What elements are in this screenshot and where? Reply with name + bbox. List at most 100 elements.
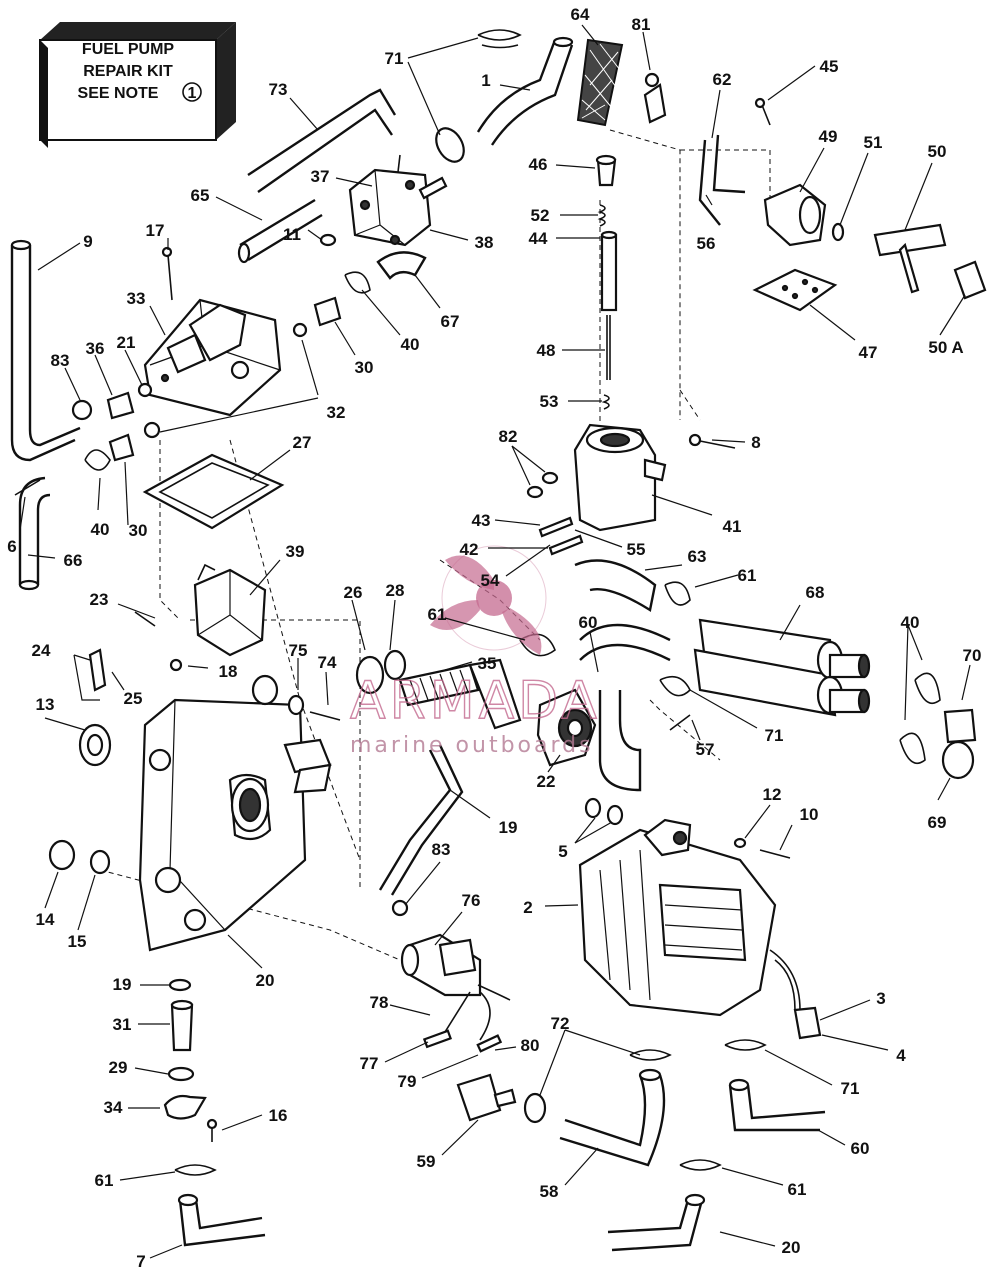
callout-label: 11 [283, 225, 301, 244]
callout-label: 6 [7, 537, 16, 556]
callout-label: 42 [460, 540, 479, 559]
callout-label: 47 [859, 343, 878, 362]
callout-label: 24 [32, 641, 51, 660]
callout-labels: 71 64 81 1 45 62 49 51 50 73 46 37 65 52… [7, 5, 981, 1271]
callout-label: 72 [551, 1014, 570, 1033]
gasket [142, 453, 285, 530]
small-parts [14, 29, 987, 1176]
callout-label: 44 [529, 229, 548, 248]
callout-label: 73 [269, 80, 288, 99]
callout-label: 80 [521, 1036, 540, 1055]
vapor-separator-cover [143, 298, 282, 417]
callout-label: 27 [293, 433, 312, 452]
callout-label: 68 [806, 583, 825, 602]
fuel-pump-assembly [578, 818, 822, 1040]
callout-label: 58 [540, 1182, 559, 1201]
callout-label: 9 [83, 232, 92, 251]
callout-label: 61 [738, 566, 757, 585]
electric-valve [400, 933, 511, 1053]
callout-label: 40 [91, 520, 110, 539]
callout-label: 34 [104, 1098, 123, 1117]
callout-label: 56 [697, 234, 716, 253]
callout-label: 15 [68, 932, 87, 951]
callout-label: 5 [558, 842, 567, 861]
float-bowl [573, 423, 667, 532]
callout-label: 4 [896, 1046, 906, 1065]
kit-line-1: FUEL PUMP [82, 41, 174, 58]
watermark-tagline: marine outboards [350, 733, 594, 758]
fuel-pump-cover [348, 154, 448, 247]
callout-label: 28 [386, 581, 405, 600]
callout-label: 63 [688, 547, 707, 566]
note-circle-icon [182, 82, 202, 102]
callout-label: 35 [478, 654, 497, 673]
leader-lines [19, 24, 971, 1259]
callout-label: 7 [136, 1252, 145, 1271]
callout-label: 61 [95, 1171, 114, 1190]
watermark-brand: ARMADA [350, 671, 601, 731]
callout-label: 45 [820, 57, 839, 76]
callout-label: 29 [109, 1058, 128, 1077]
callout-label: 18 [219, 662, 238, 681]
callout-label: 50 [928, 142, 947, 161]
callout-label: 65 [191, 186, 210, 205]
callout-label: 32 [327, 403, 346, 422]
callout-label: 3 [876, 989, 885, 1008]
callout-label: 57 [696, 740, 715, 759]
callout-label: 52 [531, 206, 550, 225]
callout-label: 20 [256, 971, 275, 990]
callout-label: 23 [90, 590, 109, 609]
callout-label: 41 [723, 517, 742, 536]
vapor-separator-body [138, 698, 332, 952]
kit-note-number: 1 [188, 85, 197, 102]
callout-label: 83 [432, 840, 451, 859]
callout-label: 17 [146, 221, 165, 240]
callout-label: 40 [401, 335, 420, 354]
callout-label: 60 [579, 613, 598, 632]
float [193, 563, 267, 657]
callout-label: 16 [269, 1106, 288, 1125]
repair-kit-box: FUEL PUMP REPAIR KIT SEE NOTE 1 [39, 22, 236, 148]
hoses [10, 36, 826, 1252]
callout-label: 59 [417, 1152, 436, 1171]
tube-set [693, 618, 871, 717]
callout-label: 19 [113, 975, 132, 994]
callout-label: 19 [499, 818, 518, 837]
callout-label: 62 [713, 70, 732, 89]
kit-line-3: SEE NOTE [78, 85, 159, 102]
callout-label: 54 [481, 571, 500, 590]
callout-label: 71 [765, 726, 784, 745]
callout-label: 77 [360, 1054, 379, 1073]
callout-label: 74 [318, 653, 337, 672]
callout-label: 33 [127, 289, 146, 308]
fuel-filter [355, 649, 522, 730]
callout-label: 12 [763, 785, 782, 804]
callout-label: 13 [36, 695, 55, 714]
callout-label: 79 [398, 1072, 417, 1091]
callout-label: 50 A [928, 338, 963, 357]
callout-label: 51 [864, 133, 883, 152]
watermark: ARMADA marine outboards [349, 545, 601, 758]
callout-label: 64 [571, 5, 590, 24]
callout-label: 61 [788, 1180, 807, 1199]
callout-label: 20 [782, 1238, 801, 1257]
callout-label: 60 [851, 1139, 870, 1158]
callout-label: 36 [86, 339, 105, 358]
callout-label: 46 [529, 155, 548, 174]
callout-label: 83 [51, 351, 70, 370]
callout-label: 55 [627, 540, 646, 559]
callout-label: 37 [311, 167, 330, 186]
callout-label: 67 [441, 312, 460, 331]
callout-label: 26 [344, 583, 363, 602]
callout-label: 21 [117, 333, 136, 352]
needle-valve-parts [595, 154, 618, 410]
callout-label: 71 [841, 1079, 860, 1098]
callout-label: 66 [64, 551, 83, 570]
filter-sock [576, 38, 624, 127]
callout-label: 1 [481, 71, 490, 90]
callout-label: 10 [800, 805, 819, 824]
filter-cap [536, 688, 597, 767]
callout-label: 49 [819, 127, 838, 146]
